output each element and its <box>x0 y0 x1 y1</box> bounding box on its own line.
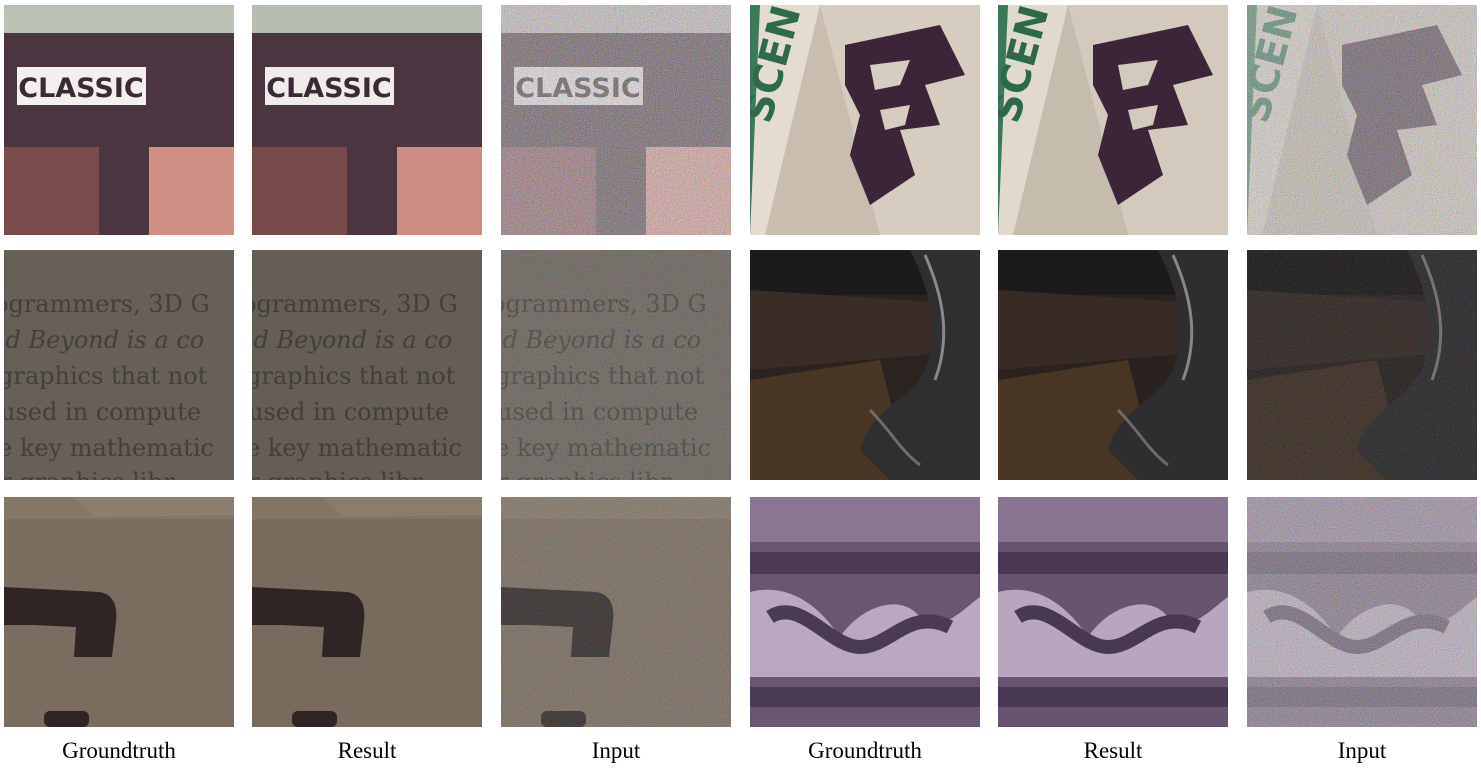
metal-result-image <box>998 250 1228 480</box>
metal-input-image <box>1247 250 1477 480</box>
sign-groundtruth-image: SCEN <box>750 5 980 235</box>
sign-input-image: SCEN <box>1247 5 1477 235</box>
metal-groundtruth-image <box>750 250 980 480</box>
book-line: ogrammers, 3D G <box>4 290 210 318</box>
caption-input-left: Input <box>591 738 641 763</box>
wall-input-image <box>501 497 731 727</box>
caption-result-left: Result <box>337 738 397 763</box>
classic-result-image: CLASSIC <box>252 5 482 235</box>
fabric-input-image <box>1247 497 1477 727</box>
classic-groundtruth-image: CLASSIC <box>4 5 234 235</box>
phone-handset-icon <box>252 587 365 657</box>
classic-input-image: CLASSIC <box>501 5 731 235</box>
caption-groundtruth-right: Groundtruth <box>808 738 922 763</box>
book-line: r graphics libr <box>4 468 175 480</box>
book-line: nd Beyond is a co <box>4 326 204 354</box>
caption-groundtruth-left: Groundtruth <box>62 738 176 763</box>
book-line: ogrammers, 3D G <box>252 290 458 318</box>
wall-result-image <box>252 497 482 727</box>
fabric-groundtruth-image <box>750 497 980 727</box>
book-line: e key mathematic <box>252 434 462 462</box>
book-groundtruth-image: ogrammers, 3D G nd Beyond is a co graphi… <box>4 250 234 480</box>
book-line: graphics that not <box>4 362 208 390</box>
wall-groundtruth-image <box>4 497 234 727</box>
book-line: used in compute <box>4 398 201 426</box>
caption-input-right: Input <box>1337 738 1387 763</box>
book-input-image: ogrammers, 3D G nd Beyond is a co graphi… <box>501 250 731 480</box>
book-line: used in compute <box>252 398 449 426</box>
sign-result-image: SCEN <box>998 5 1228 235</box>
book-line: e key mathematic <box>4 434 214 462</box>
book-line: nd Beyond is a co <box>252 326 452 354</box>
fabric-result-image <box>998 497 1228 727</box>
book-result-image: ogrammers, 3D G nd Beyond is a co graphi… <box>252 250 482 480</box>
classic-label: CLASSIC <box>18 73 143 104</box>
book-line: r graphics libr <box>252 468 423 480</box>
classic-label: CLASSIC <box>266 73 391 104</box>
phone-handset-icon <box>4 587 117 657</box>
caption-result-right: Result <box>1083 738 1143 763</box>
book-line: graphics that not <box>252 362 456 390</box>
